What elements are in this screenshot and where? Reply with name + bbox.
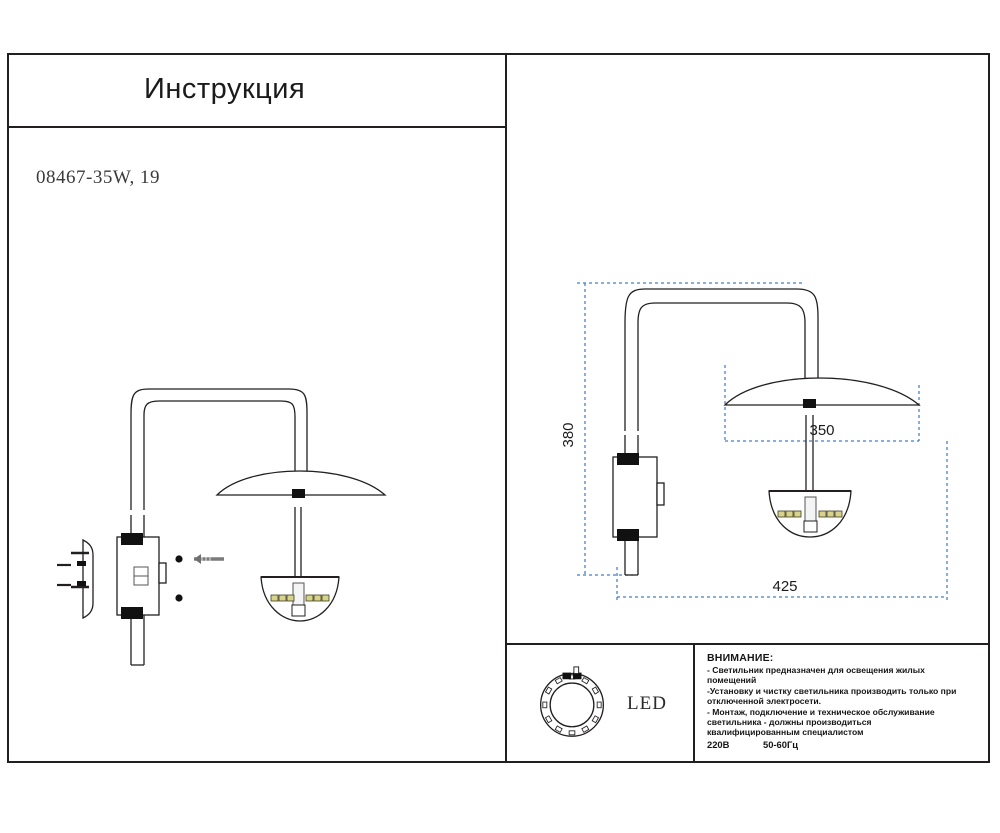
warning-cell: ВНИМАНИЕ: - Светильник предназначен для … (701, 647, 987, 761)
joint-block-upper (121, 533, 143, 545)
joint-block-lower (121, 607, 143, 619)
joint-block-upper (617, 453, 639, 465)
led-module-cell: LED (509, 647, 691, 761)
joint-block (292, 489, 305, 498)
warning-line: - Монтаж, подключение и техническое обсл… (707, 706, 935, 717)
led-label: LED (627, 693, 667, 714)
dimension-lines (577, 282, 948, 603)
footer-divider (693, 643, 695, 763)
screw-callout (175, 554, 224, 602)
rating-voltage: 220В (707, 738, 730, 750)
warning-line: -Установку и чистку светильника производ… (707, 685, 957, 696)
rating-frequency: 50-60Гц (763, 738, 799, 750)
dimensioned-view: 380 350 425 (560, 282, 948, 603)
warning-line: квалифицированным специалистом (707, 727, 864, 738)
warning-heading: ВНИМАНИЕ: (707, 652, 774, 664)
warning-line: помещений (707, 675, 757, 686)
dimension-label-height: 380 (560, 422, 577, 447)
dimension-label-total-depth: 425 (772, 578, 797, 595)
dimension-label-shade-width: 350 (809, 422, 834, 439)
warning-line: светильника - должны производиться (707, 717, 872, 728)
wall-plate (57, 538, 94, 620)
title-band: Инструкция (9, 55, 507, 128)
page-title: Инструкция (144, 73, 306, 105)
footer-rule (505, 643, 990, 645)
joint-block-lower (617, 529, 639, 541)
led-chip-row (270, 594, 330, 602)
joint-block (803, 399, 816, 408)
instruction-sheet: Инструкция 08467-35W, 19 (7, 53, 990, 763)
pane-divider (505, 55, 507, 763)
warning-line: отключенной электросети. (707, 696, 822, 707)
led-chip-row (777, 510, 843, 518)
model-code: 08467-35W, 19 (36, 167, 161, 188)
led-ring-icon (539, 666, 605, 737)
electrical-rating: 220В 50-60Гц (707, 739, 983, 750)
assembly-detail-view (57, 388, 387, 666)
warning-line: - Светильник предназначен для освещения … (707, 665, 925, 675)
